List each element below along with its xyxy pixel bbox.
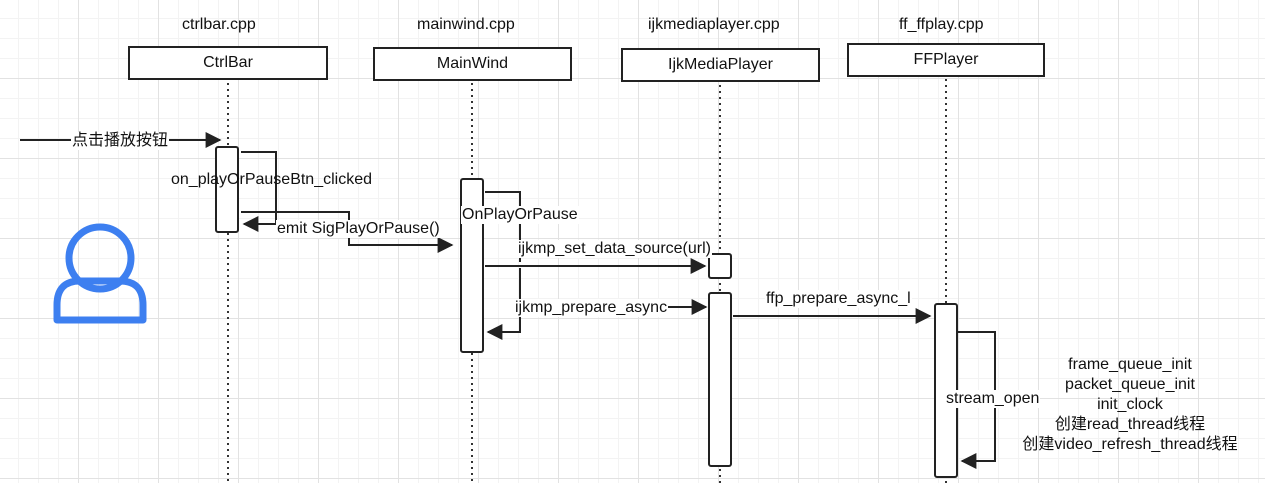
- message-on-play-or-pause-label: OnPlayOrPause: [461, 206, 579, 224]
- message-click-label: 点击播放按钮: [71, 132, 170, 150]
- user-icon: [53, 223, 147, 324]
- mainwind-self-call: [485, 191, 521, 262]
- note-line: frame_queue_init: [1068, 356, 1192, 373]
- participant-ctrlbar: CtrlBar: [128, 46, 328, 80]
- file-label-ffplayer: ff_ffplay.cpp: [899, 16, 984, 33]
- note-line: init_clock: [1097, 396, 1163, 413]
- participant-mainwind: MainWind: [373, 47, 572, 81]
- participant-ffplayer: FFPlayer: [847, 43, 1045, 77]
- note-line: 创建video_refresh_thread线程: [1022, 436, 1238, 453]
- message-on-clicked-label: on_playOrPauseBtn_clicked: [171, 171, 373, 188]
- file-label-ctrlbar: ctrlbar.cpp: [182, 16, 256, 33]
- activation-mainwind: [460, 178, 484, 353]
- file-label-ijkmediaplayer: ijkmediaplayer.cpp: [648, 16, 780, 33]
- note-line: 创建read_thread线程: [1054, 416, 1206, 433]
- file-label-mainwind: mainwind.cpp: [417, 16, 515, 33]
- message-prepare-async-label: ijkmp_prepare_async: [514, 299, 669, 317]
- activation-ijk-prepare: [708, 292, 732, 467]
- ctrlbar-self-call: [241, 151, 277, 232]
- message-set-data-source-label: ijkmp_set_data_source(url): [517, 240, 712, 258]
- note-line: packet_queue_init: [1065, 376, 1195, 393]
- stream-open-notes: frame_queue_init packet_queue_init init_…: [1010, 355, 1250, 455]
- participant-ijkmediaplayer: IjkMediaPlayer: [621, 48, 820, 82]
- message-ffp-prepare-label: ffp_prepare_async_l: [765, 290, 912, 308]
- activation-ctrlbar: [215, 146, 239, 233]
- activation-ijk-set-data-source: [708, 253, 732, 279]
- message-emit-label: emit SigPlayOrPause(): [276, 220, 441, 238]
- message-stream-open-label: stream_open: [945, 390, 1041, 408]
